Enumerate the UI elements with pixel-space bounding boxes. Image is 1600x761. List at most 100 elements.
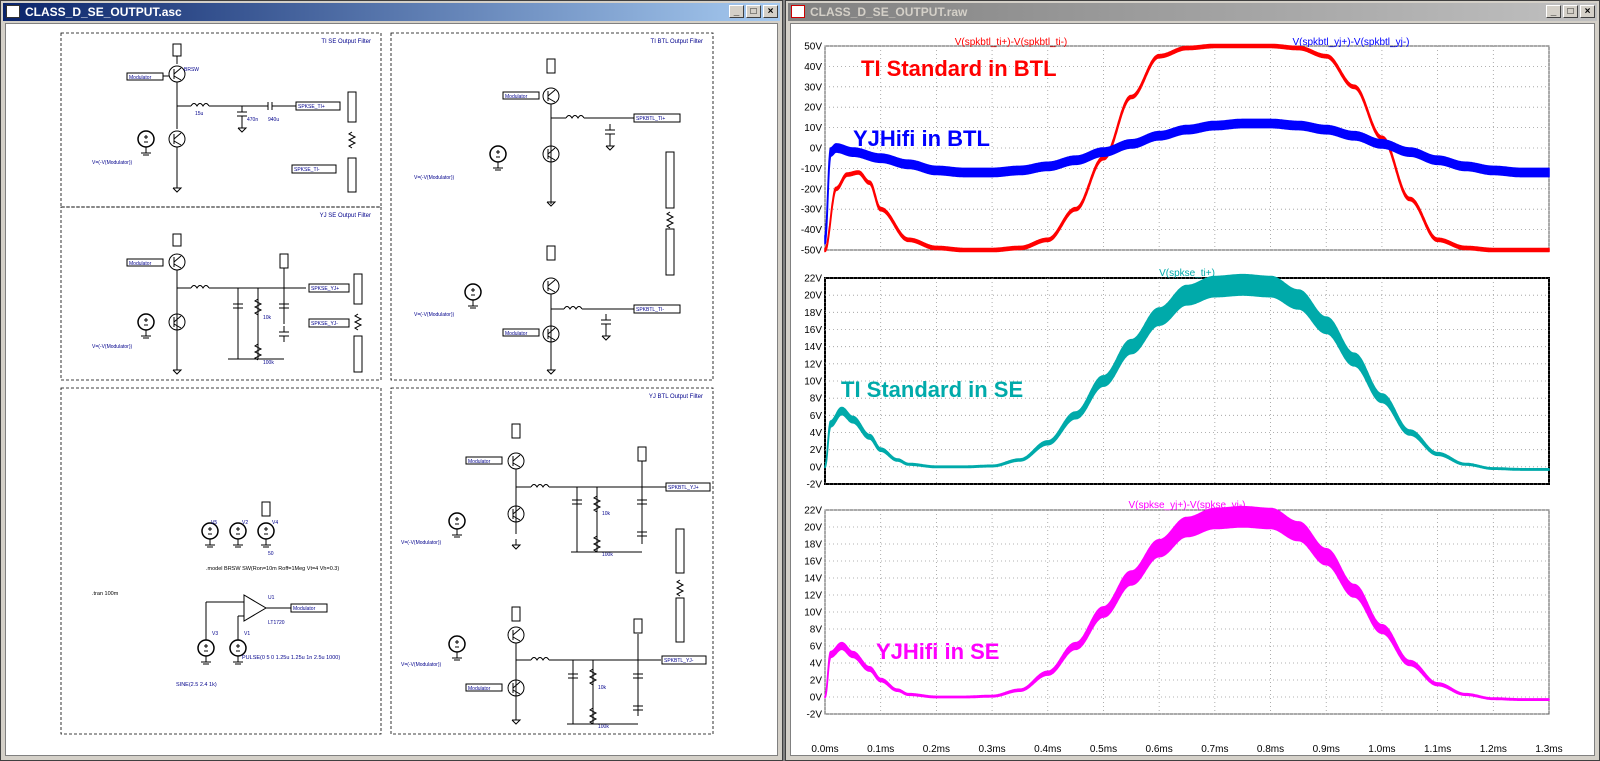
ti-se-frame: [60, 32, 382, 208]
y-tick-label: 8V: [810, 394, 823, 405]
waveform-pane-2: 22V20V18V16V14V12V10V8V6V4V2V0V-2VV(spks…: [804, 268, 1550, 491]
trace-title: V(spkse_yj+)-V(spkse_yj-): [1129, 500, 1246, 511]
trace-annotation: YJHifi in SE: [876, 639, 999, 664]
y-tick-label: -2V: [806, 480, 822, 491]
schematic-titlebar[interactable]: CLASS_D_SE_OUTPUT.asc _ □ ×: [3, 3, 780, 21]
x-tick-label: 0.2ms: [923, 744, 950, 755]
schematic-title: CLASS_D_SE_OUTPUT.asc: [25, 5, 182, 19]
y-tick-label: 0V: [810, 144, 823, 155]
schematic-app-icon: [6, 5, 20, 18]
svg-text:SPKSE_TI-: SPKSE_TI-: [294, 167, 320, 173]
y-tick-label: 22V: [804, 274, 822, 285]
svg-text:V=(-V(Modulator)): V=(-V(Modulator)): [401, 662, 441, 668]
svg-text:V3: V3: [212, 631, 218, 637]
y-tick-label: 18V: [804, 308, 822, 319]
x-tick-label: 1.3ms: [1535, 744, 1562, 755]
waveform-titlebar[interactable]: CLASS_D_SE_OUTPUT.raw _ □ ×: [788, 3, 1597, 21]
svg-text:.tran 100m: .tran 100m: [92, 591, 119, 597]
y-tick-label: 12V: [804, 359, 822, 370]
svg-text:SPKBTL_YJ-: SPKBTL_YJ-: [664, 658, 694, 664]
misc-frame: [60, 387, 382, 735]
x-tick-label: 0.6ms: [1146, 744, 1173, 755]
x-tick-label: 0.7ms: [1201, 744, 1228, 755]
y-tick-label: 10V: [804, 608, 822, 619]
svg-text:Modulator: Modulator: [129, 75, 152, 81]
y-tick-label: 14V: [804, 574, 822, 585]
svg-text:V1: V1: [244, 631, 250, 637]
svg-text:15u: 15u: [195, 111, 204, 117]
y-tick-label: 40V: [804, 62, 822, 73]
y-tick-label: 16V: [804, 557, 822, 568]
btl-ti-frame: [390, 32, 714, 381]
minimize-button[interactable]: _: [729, 5, 744, 18]
waveform-pane-1: 50V40V30V20V10V0V-10V-20V-30V-40V-50VV(s…: [801, 37, 1550, 257]
close-button[interactable]: ×: [763, 5, 778, 18]
yj-btl-frame: [390, 387, 714, 735]
yj-se-circuit[interactable]: Modulator 10k 100k SPKSE_YJ+: [92, 233, 363, 375]
y-tick-label: -30V: [801, 205, 822, 216]
x-tick-label: 0.1ms: [867, 744, 894, 755]
schematic-window[interactable]: CLASS_D_SE_OUTPUT.asc _ □ ×: [0, 0, 783, 761]
svg-text:V4: V4: [272, 520, 278, 526]
maximize-button[interactable]: □: [746, 5, 761, 18]
waveform-pane-3: 22V20V18V16V14V12V10V8V6V4V2V0V-2VV(spks…: [804, 500, 1550, 721]
svg-text:SPKBTL_TI-: SPKBTL_TI-: [636, 307, 664, 313]
svg-text:100k: 100k: [602, 552, 613, 558]
svg-text:SPKSE_YJ-: SPKSE_YJ-: [311, 321, 338, 327]
svg-text:PULSE(0 5 0 1.25u 1.25u 1n 2.5: PULSE(0 5 0 1.25u 1.25u 1n 2.5u 1000): [242, 655, 340, 661]
x-tick-label: 0.3ms: [978, 744, 1005, 755]
waveform-plots[interactable]: 50V40V30V20V10V0V-10V-20V-30V-40V-50VV(s…: [791, 24, 1595, 756]
schematic-drawing[interactable]: TI SE Output Filter TI BTL Output Filter…: [6, 24, 778, 756]
ti-btl-title: TI BTL Output Filter: [651, 39, 703, 45]
y-tick-label: 6V: [810, 411, 823, 422]
y-tick-label: 20V: [804, 103, 822, 114]
trace-annotation: YJHifi in BTL: [853, 126, 990, 151]
ti-se-circuit[interactable]: Modulator BRSW 470n 15u 940u SPKSE_TI+ V…: [92, 43, 357, 193]
x-tick-label: 0.0ms: [811, 744, 838, 755]
x-tick-label: 0.8ms: [1257, 744, 1284, 755]
ti-btl-circuit[interactable]: Modulator SPKBTL_TI+ V=(-V(Modulator)): [414, 58, 681, 375]
svg-text:LT1720: LT1720: [268, 620, 285, 626]
svg-text:V=(-V(Modulator)): V=(-V(Modulator)): [401, 540, 441, 546]
svg-text:Modulator: Modulator: [505, 331, 528, 337]
x-tick-label: 1.0ms: [1368, 744, 1395, 755]
y-tick-label: 12V: [804, 591, 822, 602]
yj-btl-circuit[interactable]: Modulator 10k 100k SPKBTL_YJ+: [401, 423, 711, 730]
svg-text:100k: 100k: [263, 360, 274, 366]
yj-se-title: YJ SE Output Filter: [320, 213, 371, 219]
waveform-app-icon: [791, 5, 805, 18]
close-button[interactable]: ×: [1580, 5, 1595, 18]
svg-text:10k: 10k: [602, 511, 611, 517]
source-circuit[interactable]: V5 V2 V4 50 .model BRSW SW(Ron=10m Roff=…: [92, 501, 340, 688]
svg-text:Modulator: Modulator: [468, 686, 491, 692]
x-tick-label: 0.5ms: [1090, 744, 1117, 755]
y-tick-label: 20V: [804, 291, 822, 302]
y-tick-label: 22V: [804, 506, 822, 517]
svg-text:Modulator: Modulator: [293, 606, 316, 612]
svg-text:SPKSE_YJ+: SPKSE_YJ+: [311, 286, 339, 292]
y-tick-label: -10V: [801, 164, 822, 175]
svg-text:SINE(2.5 2.4 1k): SINE(2.5 2.4 1k): [176, 682, 217, 688]
minimize-button[interactable]: _: [1546, 5, 1561, 18]
svg-text:BRSW: BRSW: [184, 67, 199, 73]
maximize-button[interactable]: □: [1563, 5, 1578, 18]
svg-text:V=(-V(Modulator)): V=(-V(Modulator)): [92, 160, 132, 166]
trace-title-left: V(spkbtl_ti+)-V(spkbtl_ti-): [955, 37, 1068, 48]
trace-annotation: TI Standard in SE: [841, 377, 1023, 402]
x-tick-label: 0.9ms: [1313, 744, 1340, 755]
trace-primary: [824, 505, 1550, 701]
svg-text:V=(-V(Modulator)): V=(-V(Modulator)): [414, 175, 454, 181]
schematic-canvas[interactable]: TI SE Output Filter TI BTL Output Filter…: [5, 23, 778, 756]
trace-primary: [824, 43, 1550, 253]
svg-text:V5: V5: [211, 520, 217, 526]
svg-text:100k: 100k: [598, 724, 609, 730]
svg-text:10k: 10k: [598, 685, 607, 691]
ti-se-title: TI SE Output Filter: [321, 39, 371, 45]
trace-secondary: [824, 118, 1550, 245]
y-tick-label: 0V: [810, 693, 823, 704]
svg-text:470n: 470n: [247, 117, 258, 123]
svg-text:Modulator: Modulator: [505, 94, 528, 100]
trace-title: V(spkse_ti+): [1159, 268, 1215, 279]
